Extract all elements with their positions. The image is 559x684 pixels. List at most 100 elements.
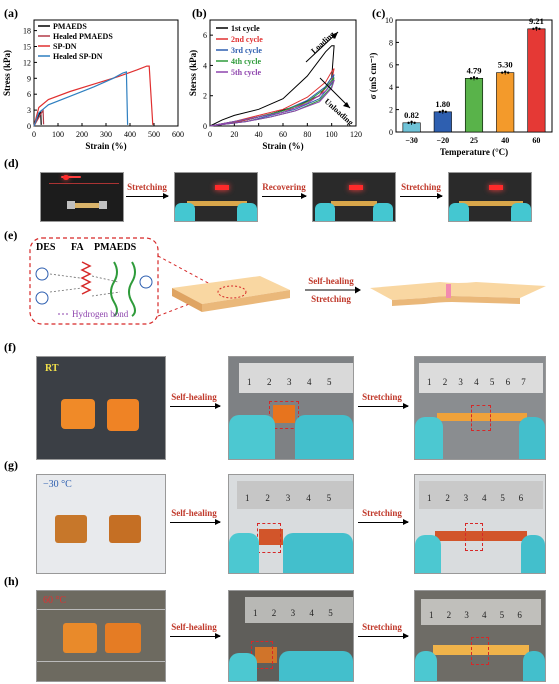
arrow-f1	[170, 403, 221, 409]
schematic-e	[29, 237, 546, 325]
arrow-d1	[126, 193, 169, 199]
chart-a-xtick-label: 0	[32, 130, 36, 139]
chart-c-bar	[464, 78, 484, 133]
chart-c-point	[438, 110, 441, 114]
chart-a-legend-label: SP-DN	[53, 42, 77, 51]
arrow-f2	[358, 403, 409, 409]
chart-b-ytick-label: 6	[203, 31, 207, 40]
chart-b-legend-label: 4th cycle	[231, 57, 261, 66]
chart-a-xtick-label: 300	[100, 130, 112, 139]
photo-d2	[174, 172, 258, 222]
arrow-d3	[400, 193, 443, 199]
chart-a-legend-label: Healed PMAEDS	[53, 32, 113, 41]
ruler-number: 4	[482, 610, 487, 620]
temp-label-g: −30 °C	[43, 479, 72, 490]
ruler-number: 2	[446, 610, 452, 620]
chart-c-value-label: 0.82	[404, 110, 419, 120]
chart-a-xtick-label: 200	[76, 130, 88, 139]
photo-h1: 60 °C	[36, 590, 166, 682]
chart-c-xtick-label: 40	[501, 136, 509, 145]
photo-d3	[312, 172, 396, 222]
chart-c-point	[501, 71, 504, 74]
arrow-g1-label: Self-healing	[171, 508, 217, 518]
chart-b-ytick-label: 2	[203, 92, 207, 101]
ruler-number: 1	[253, 608, 258, 618]
chart-b-xtick-label: 40	[255, 130, 263, 139]
ruler-number: 7	[521, 377, 526, 387]
chart-c-bar	[527, 28, 546, 133]
photo-d4	[448, 172, 532, 222]
ruler-number: 3	[458, 377, 463, 387]
chart-c-xtick-label: −20	[437, 136, 450, 145]
chart-c-xtick-label: 60	[532, 136, 540, 145]
ruler-number: 1	[427, 493, 432, 503]
ruler-number: 6	[517, 610, 522, 620]
photo-g1: −30 °C	[36, 474, 166, 574]
chart-a-ytick-label: 18	[23, 27, 31, 36]
ruler-number: 3	[285, 493, 291, 503]
ruler-number: 1	[429, 610, 434, 620]
chart-b-legend-label: 1st cycle	[231, 24, 260, 33]
chart-b-loading-label: Loading	[309, 30, 336, 56]
arrow-g1	[170, 519, 221, 525]
chart-a-ytick-label: 12	[23, 58, 31, 67]
chart-a-xlabel: Strain (%)	[85, 141, 126, 151]
chart-c-value-label: 5.30	[498, 60, 513, 70]
chart-c-ylabel: σ (mS cm⁻¹)	[368, 53, 378, 100]
chart-a-series-line	[33, 71, 129, 127]
ruler-number: 4	[482, 493, 487, 503]
ruler-number: 4	[474, 377, 479, 387]
ruler-number: 1	[247, 377, 252, 387]
chart-c-bar	[496, 72, 515, 133]
chart-a-xtick-label: 400	[124, 130, 136, 139]
chart-c-ytick-label: 10	[385, 16, 393, 25]
ruler-number: 2	[445, 493, 450, 503]
ruler-number: 2	[267, 377, 272, 387]
panel-label-b: (b)	[192, 6, 207, 20]
chart-a-xtick-label: 100	[52, 130, 64, 139]
chart-b-xtick-label: 120	[350, 130, 362, 139]
arrow-h2	[358, 633, 409, 639]
chart-c-point	[535, 26, 538, 30]
chart-b-xtick-label: 60	[279, 130, 287, 139]
ruler-number: 1	[427, 377, 432, 387]
label-pmaeds: PMAEDS	[94, 242, 137, 253]
chart-c-xtick-label: −30	[405, 136, 418, 145]
arrow-e-top-label: Self-healing	[308, 276, 354, 286]
ruler-number: 4	[306, 493, 311, 503]
ruler-number: 2	[271, 608, 277, 618]
chart-c-ytick-label: 4	[389, 83, 393, 92]
chart-b-legend-label: 5th cycle	[231, 68, 261, 77]
chart-b-ylabel: Sterss (kPa)	[188, 50, 198, 96]
chart-c-bar	[433, 111, 452, 133]
chart-c-point	[538, 27, 541, 31]
chart-b-loading-arrowhead	[331, 32, 338, 39]
chart-c-point	[469, 77, 473, 80]
chart-b-unloading-arrow	[319, 77, 351, 109]
arrow-e-bottom-label: Stretching	[311, 294, 351, 304]
chart-b-xtick-label: 80	[303, 130, 311, 139]
chart-b-unloading-label: Unloading	[323, 97, 355, 127]
ruler-number: 5	[328, 608, 333, 618]
chart-b-xtick-label: 0	[208, 130, 212, 139]
panel-label-a: (a)	[4, 6, 18, 20]
label-des: DES	[36, 242, 56, 253]
chart-c-value-label: 4.79	[467, 65, 482, 75]
chart-b-series-line	[209, 74, 335, 127]
ruler-number: 5	[500, 493, 505, 503]
arrow-f1-label: Self-healing	[171, 392, 217, 402]
ruler-number: 5	[499, 610, 505, 620]
chart-a-series-line	[33, 65, 154, 127]
arrow-d2-label: Recovering	[262, 182, 306, 192]
arrow-d2	[262, 193, 307, 199]
chart-a-xtick-label: 500	[148, 130, 160, 139]
arrow-f2-label: Stretching	[362, 392, 402, 402]
chart-a-ytick-label: 6	[27, 90, 31, 99]
